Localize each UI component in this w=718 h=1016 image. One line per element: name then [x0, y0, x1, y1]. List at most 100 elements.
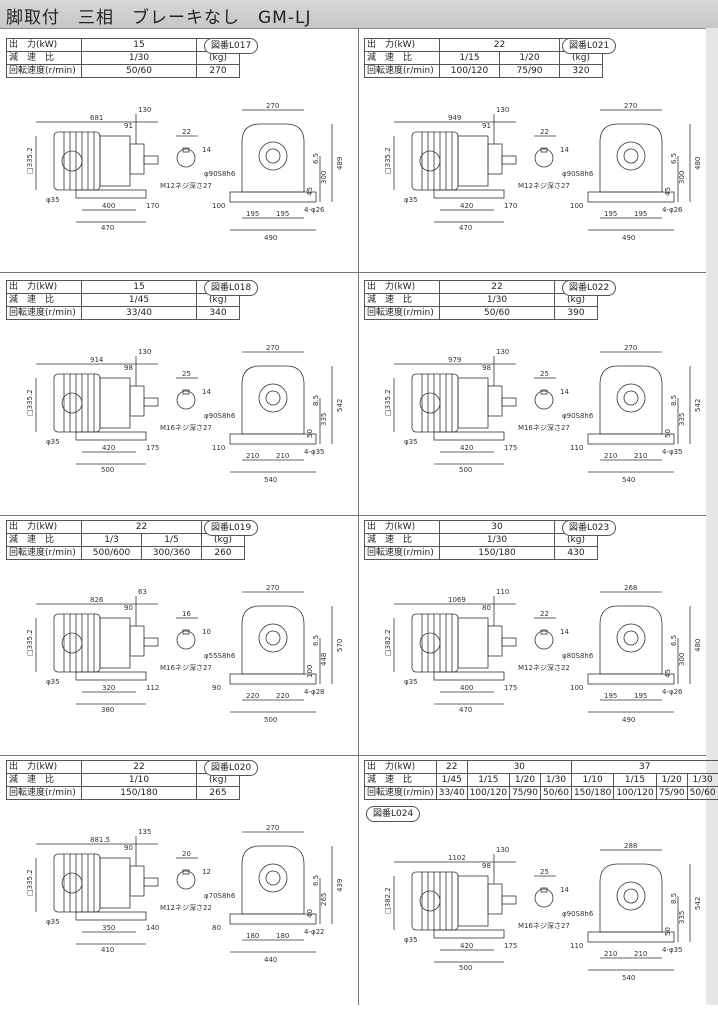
dim-mount-holes: 4-φ26	[662, 688, 683, 696]
dim-offset: 112	[146, 684, 159, 692]
keyway	[541, 888, 547, 892]
dim-frame: □335.2	[26, 389, 34, 416]
spec-row-label: 回転速度(r/min)	[365, 547, 440, 560]
spec-value: 1/30	[82, 52, 197, 65]
dim-center-height: 335	[678, 911, 686, 924]
dim-total-height: 480	[694, 639, 702, 652]
spec-row-label: 減 速 比	[365, 774, 437, 787]
dim-height-1: 130	[138, 106, 151, 114]
gear-head	[130, 626, 144, 656]
spec-row-label: 出 力(kW)	[365, 521, 440, 534]
spec-value: 50/60	[82, 65, 197, 78]
dim-foot-width: 270	[266, 102, 279, 110]
dim-base-length: 500	[101, 466, 114, 474]
dim-pitch: 8.5	[312, 395, 320, 406]
dim-foot-width: 270	[266, 824, 279, 832]
dim-foot-half-1: 210	[246, 452, 259, 460]
dim-offset: 170	[504, 202, 517, 210]
dim-base-height: 50	[664, 429, 672, 438]
dim-mount-holes: 4-φ35	[662, 946, 683, 954]
dim-frame: □382.2	[384, 887, 392, 914]
dim-foot-half-2: 210	[276, 452, 289, 460]
mass-value: 340	[197, 307, 240, 320]
keyway	[183, 870, 189, 874]
spec-value: 150/180	[82, 787, 197, 800]
dim-pitch: 6.5	[312, 875, 320, 886]
gear-housing	[100, 136, 130, 186]
dim-shaft-dia: φ35	[46, 196, 60, 204]
dim-key-dia: φ90S8h6	[204, 170, 236, 178]
dim-key-depth: 12	[202, 868, 211, 876]
dim-pitch: 8.5	[670, 395, 678, 406]
dim-center-height: 300	[678, 171, 686, 184]
dim-height-2: 98	[482, 862, 491, 870]
output-bore	[624, 889, 638, 903]
output-shaft	[502, 896, 516, 904]
dim-foot-width: 270	[266, 344, 279, 352]
dim-height-1: 130	[496, 846, 509, 854]
mass-value: 430	[555, 547, 598, 560]
front-view-base	[588, 932, 674, 942]
dim-key-width: 22	[540, 128, 549, 136]
mass-value: 270	[197, 65, 240, 78]
gear-housing	[458, 618, 488, 668]
column-divider	[358, 28, 359, 1005]
dim-bolt: M16ネジ深さ27	[518, 423, 570, 432]
dim-total-height: 542	[694, 399, 702, 412]
output-flange	[259, 624, 287, 652]
output-bore	[624, 149, 638, 163]
spec-value: 100/120	[614, 787, 656, 800]
spec-row-label: 減 速 比	[7, 294, 82, 307]
dim-key-depth: 10	[202, 628, 211, 636]
dim-total-height: 439	[336, 879, 344, 892]
spec-row-label: 減 速 比	[365, 294, 440, 307]
spec-value: 30	[467, 761, 571, 774]
dim-base-height: 45	[664, 669, 672, 678]
mounting-base	[434, 432, 504, 440]
mounting-base	[434, 672, 504, 680]
front-view-housing	[242, 366, 304, 434]
dim-base-length: 470	[459, 706, 472, 714]
dim-key-dia: φ90S8h6	[562, 910, 594, 918]
dim-height-1: 130	[496, 106, 509, 114]
terminal-box	[420, 393, 440, 413]
output-flange	[617, 384, 645, 412]
dim-frame: □335.2	[26, 147, 34, 174]
spec-row-label: 回転速度(r/min)	[7, 547, 82, 560]
terminal-box	[420, 633, 440, 653]
dim-foot-width: 270	[266, 584, 279, 592]
dim-height-1: 130	[138, 348, 151, 356]
gear-head	[130, 386, 144, 416]
front-view-housing	[242, 606, 304, 674]
dim-key-width: 22	[540, 610, 549, 618]
output-bore	[266, 391, 280, 405]
dim-center-height: 335	[678, 413, 686, 426]
drawing-panel: 出 力(kW)223037質量減 速 比1/451/151/201/301/10…	[364, 760, 716, 998]
motor-body	[54, 854, 100, 912]
spec-value: 1/20	[656, 774, 687, 787]
dim-base-height: 100	[306, 665, 314, 678]
output-shaft	[144, 638, 158, 646]
dim-frame: □335.2	[26, 629, 34, 656]
dim-foot-half-2: 195	[276, 210, 289, 218]
dim-total-height: 542	[336, 399, 344, 412]
spec-value: 33/40	[82, 307, 197, 320]
dim-mount-holes: 4-φ28	[304, 688, 325, 696]
terminal-box	[420, 151, 440, 171]
dim-offset: 140	[146, 924, 159, 932]
dim-foot-width: 270	[624, 102, 637, 110]
spec-value: 1/30	[440, 534, 555, 547]
output-bore	[266, 871, 280, 885]
spec-value: 37	[571, 761, 718, 774]
dim-base-length: 410	[101, 946, 114, 954]
figure-number: 図番L021	[562, 38, 616, 54]
spec-value: 150/180	[440, 547, 555, 560]
spec-value: 100/120	[467, 787, 509, 800]
dim-bolt: M12ネジ深さ27	[518, 181, 570, 190]
terminal-box	[62, 151, 82, 171]
